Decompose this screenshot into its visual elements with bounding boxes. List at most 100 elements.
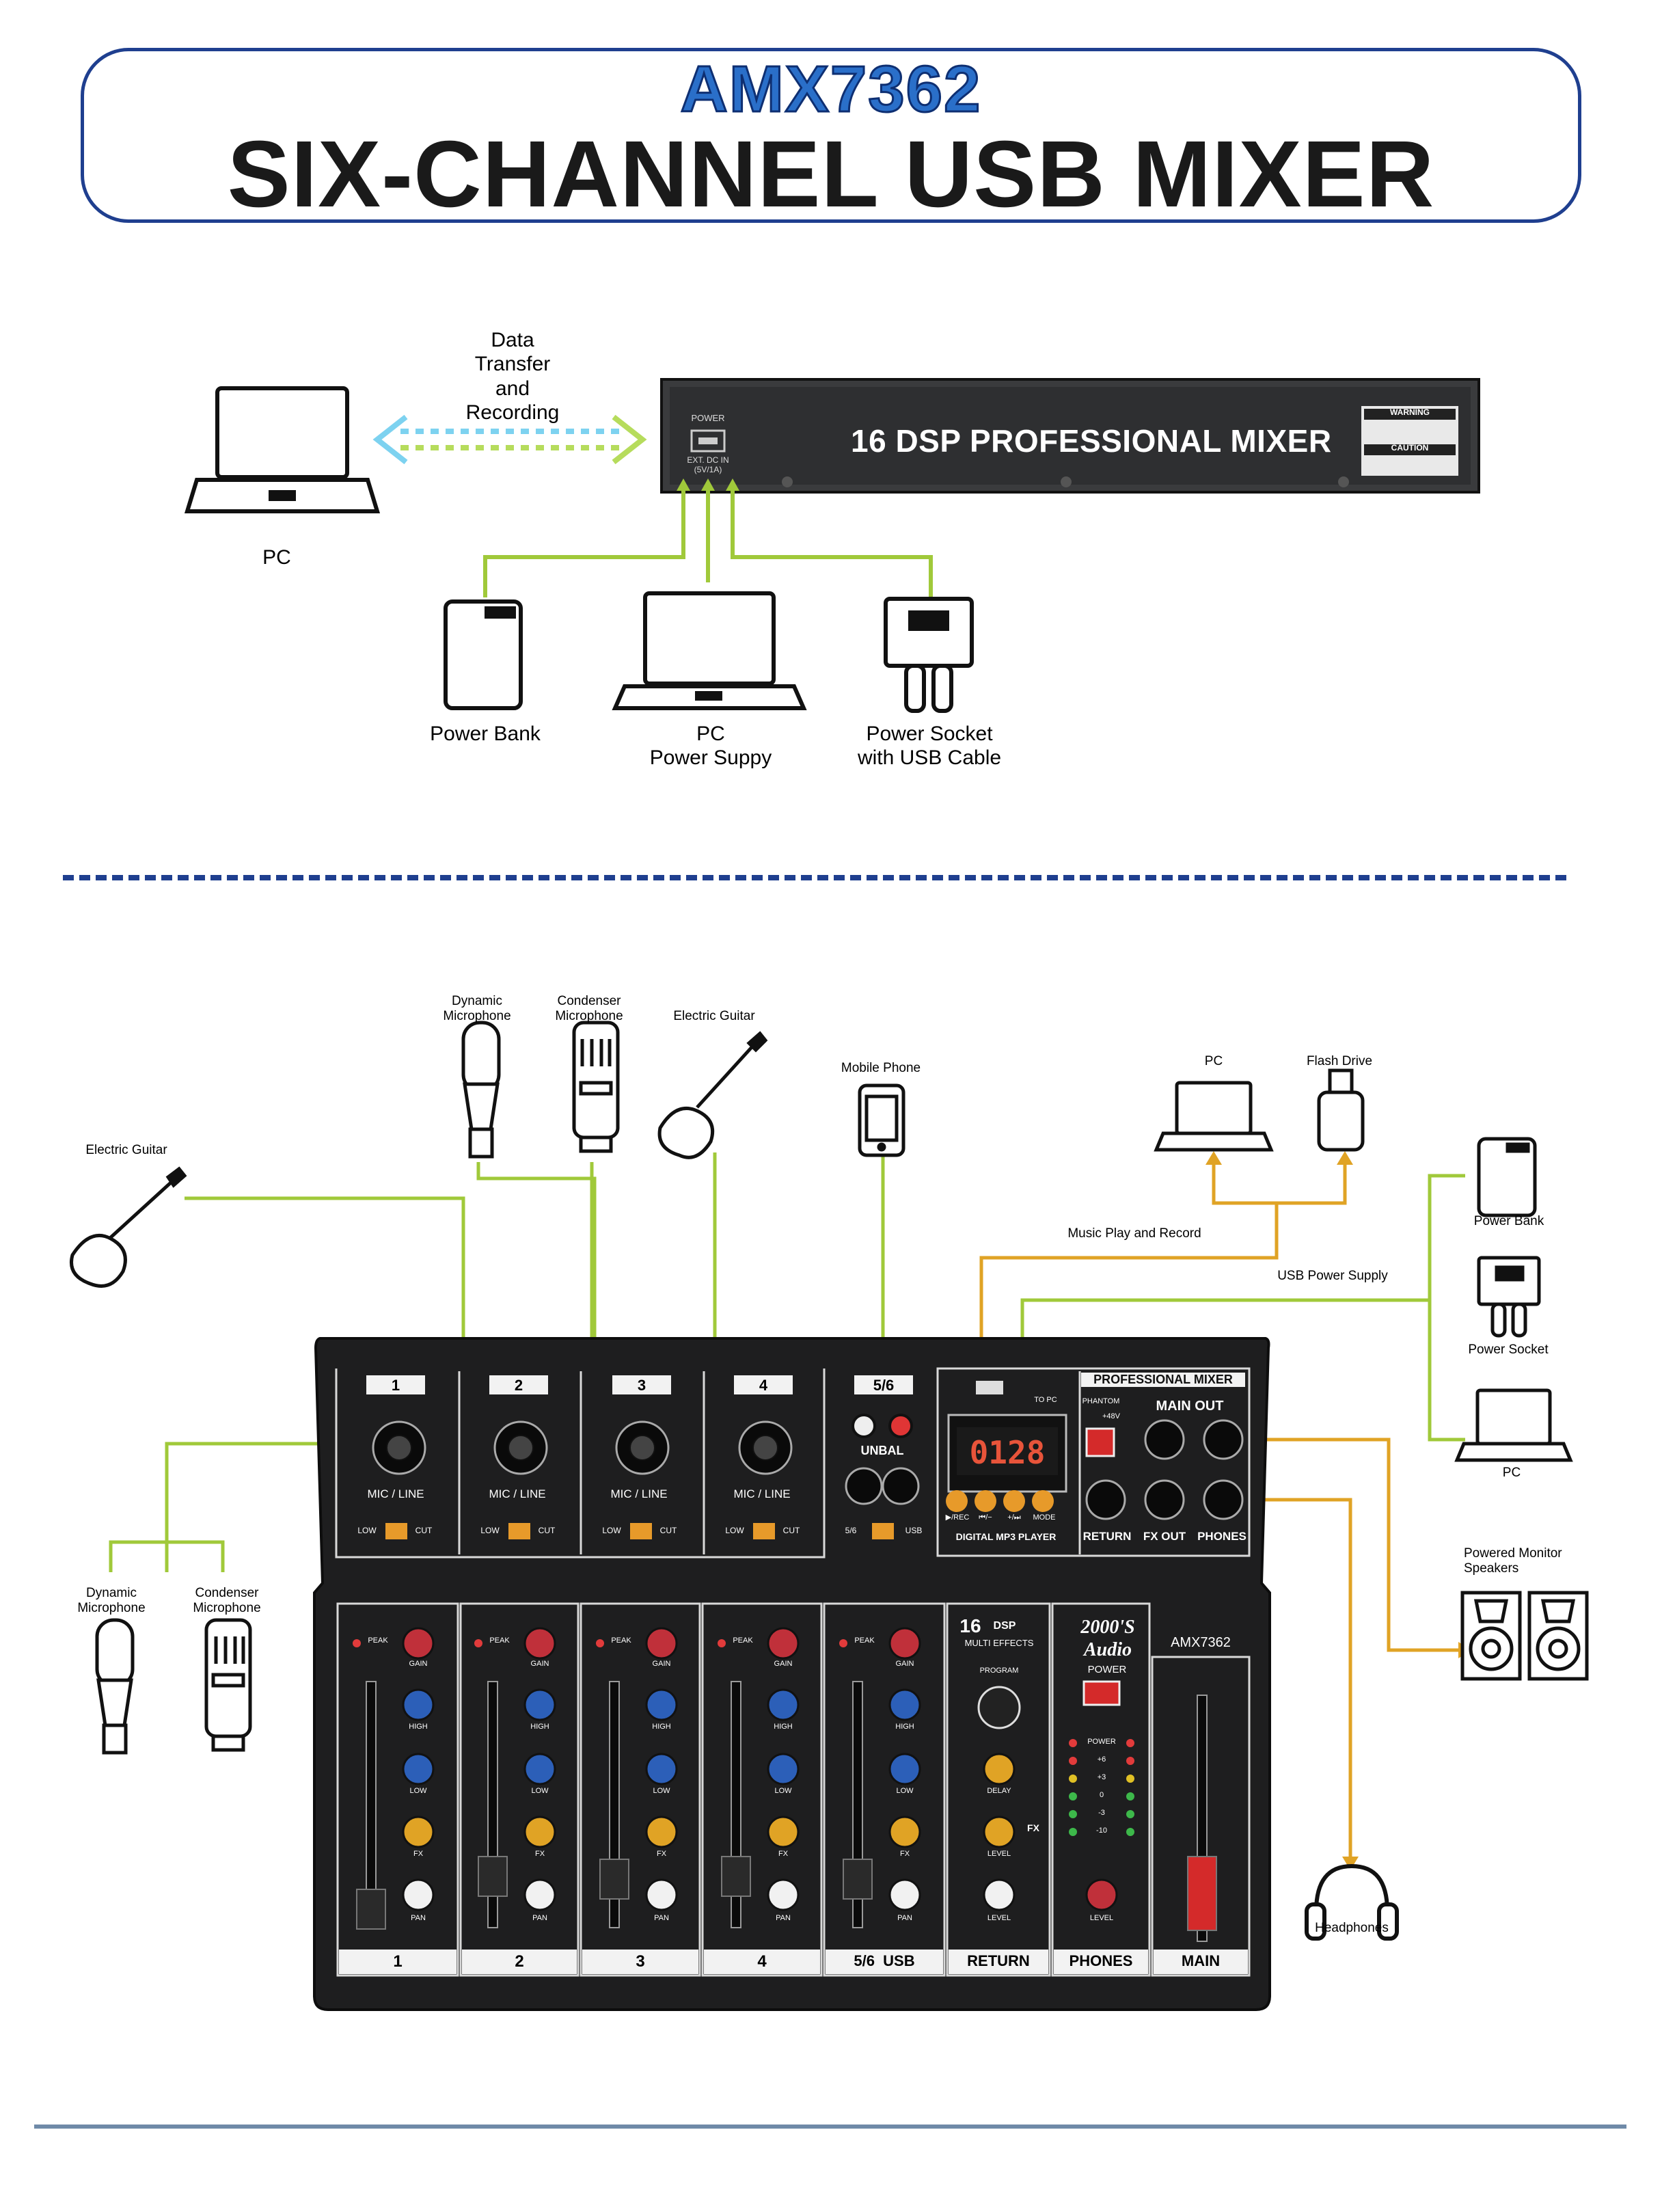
high-label-2: HIGH <box>530 1723 549 1731</box>
page-title: SIX-CHANNEL USB MIXER <box>227 122 1435 227</box>
laptop-icon <box>1154 1081 1274 1152</box>
fx-title-16: 16 <box>959 1615 981 1636</box>
gain-label-2: GAIN <box>530 1660 549 1668</box>
gain-label-56: GAIN <box>895 1660 914 1668</box>
electric-guitar-icon <box>657 1031 768 1159</box>
unbal-label: UNBAL <box>860 1444 904 1457</box>
player-btn-next[interactable]: +/⏭ <box>1007 1513 1021 1522</box>
flash-drive-icon <box>1317 1068 1365 1152</box>
phantom-48v-label: +48V <box>1102 1412 1120 1420</box>
condenser-mic-icon <box>204 1618 252 1752</box>
usb-switch-usb: USB <box>905 1526 923 1535</box>
pan-label-4: PAN <box>776 1914 791 1922</box>
low-cut-cut-3: CUT <box>659 1526 677 1535</box>
fx-label-56: FX <box>899 1850 910 1858</box>
dynamic-mic-icon <box>95 1618 135 1755</box>
pan-label-1: PAN <box>411 1914 426 1922</box>
fx-program-label: PROGRAM <box>979 1667 1019 1675</box>
pc-power-supply-label: PC Power Suppy <box>649 723 772 770</box>
main-out-label: MAIN OUT <box>1156 1399 1224 1414</box>
usb-power-supply-label: USB Power Supply <box>1277 1269 1388 1283</box>
headphones-icon <box>1305 1863 1399 1941</box>
channel-1-tab: 1 <box>391 1377 400 1394</box>
electric-guitar-left-label: Electric Guitar <box>85 1143 167 1157</box>
strip-label-2: 2 <box>515 1952 524 1971</box>
channel-2-tab: 2 <box>514 1377 523 1394</box>
rear-power-label: POWER <box>691 413 725 423</box>
brand-model: AMX7362 <box>1171 1635 1231 1650</box>
professional-mixer-label: PROFESSIONAL MIXER <box>1081 1373 1245 1388</box>
low-label-2: LOW <box>531 1787 549 1795</box>
power-bank-right-label: Power Bank <box>1473 1214 1544 1228</box>
fx-title-dsp: DSP <box>993 1620 1016 1632</box>
dynamic-mic-icon <box>461 1021 501 1159</box>
dynamic-mic-top-label: Dynamic Microphone <box>443 994 511 1024</box>
low-cut-low-2: LOW <box>480 1526 500 1535</box>
pan-label-3: PAN <box>654 1914 669 1922</box>
mobile-phone-icon <box>858 1083 905 1157</box>
return-jack-label: RETURN <box>1082 1530 1132 1543</box>
low-cut-cut-4: CUT <box>782 1526 800 1535</box>
power-bank-icon <box>1477 1137 1537 1217</box>
laptop-icon <box>1454 1388 1573 1462</box>
pc-power-laptop-icon <box>612 591 807 710</box>
power-wires <box>483 487 933 597</box>
peak-label-4: PEAK <box>733 1636 753 1645</box>
strip-label-56-usb: 5/6 USB <box>854 1952 915 1969</box>
condenser-mic-top-label: Condenser Microphone <box>555 994 623 1024</box>
player-btn-prev[interactable]: ⏮/− <box>979 1513 992 1522</box>
rear-dc-label: EXT. DC IN (5V/1A) <box>687 455 729 475</box>
power-socket-icon <box>1477 1256 1541 1338</box>
section-divider <box>63 875 1566 880</box>
low-cut-cut-2: CUT <box>538 1526 556 1535</box>
gain-label-4: GAIN <box>774 1660 793 1668</box>
power-label: POWER <box>1087 1664 1127 1675</box>
mic-line-label-1: MIC / LINE <box>367 1487 424 1500</box>
laptop-icon <box>184 386 381 513</box>
power-socket-label: Power Socket with USB Cable <box>857 723 1002 770</box>
peak-label-56: PEAK <box>854 1636 875 1645</box>
pc-label: PC <box>262 546 291 569</box>
high-label-3: HIGH <box>652 1723 671 1731</box>
fx-label-4: FX <box>778 1850 789 1858</box>
fx-label-2: FX <box>534 1850 545 1858</box>
power-socket-icon <box>884 597 974 713</box>
rear-warning-label: WARNING <box>1390 407 1430 417</box>
channel-56-tab: 5/6 <box>873 1377 895 1394</box>
footer-rule <box>34 2125 1626 2129</box>
strip-label-main: MAIN <box>1181 1952 1221 1969</box>
usb-to-pc-label: TO PC <box>1034 1396 1057 1404</box>
mic-line-label-4: MIC / LINE <box>733 1487 791 1500</box>
pc-top-label: PC <box>1204 1054 1223 1068</box>
fx-subtitle: MULTI EFFECTS <box>964 1638 1034 1648</box>
strip-label-return: RETURN <box>967 1952 1030 1969</box>
power-diagram <box>184 378 1480 713</box>
meter-label-0: 0 <box>1099 1791 1104 1799</box>
return-level-label: LEVEL <box>987 1914 1011 1922</box>
player-btn-mode[interactable]: MODE <box>1033 1513 1056 1522</box>
low-cut-low-3: LOW <box>602 1526 621 1535</box>
mic-line-label-3: MIC / LINE <box>610 1487 668 1500</box>
high-label-4: HIGH <box>774 1723 793 1731</box>
meter-label-plus6: +6 <box>1097 1755 1106 1764</box>
mixer-body <box>313 1337 1271 2011</box>
low-label-4: LOW <box>774 1787 792 1795</box>
monitor-speakers-label: Powered Monitor Speakers <box>1464 1546 1562 1576</box>
gain-label-1: GAIN <box>409 1660 428 1668</box>
channel-3-tab: 3 <box>637 1377 646 1394</box>
phantom-label: PHANTOM <box>1082 1397 1120 1405</box>
channel-4-tab: 4 <box>759 1377 768 1394</box>
data-transfer-label: Data Transfer and Recording <box>465 329 560 424</box>
phones-level-label: LEVEL <box>1089 1914 1114 1922</box>
strip-label-phones: PHONES <box>1069 1952 1133 1969</box>
music-play-record-label: Music Play and Record <box>1067 1226 1201 1241</box>
gain-label-3: GAIN <box>652 1660 671 1668</box>
dynamic-mic-left-label: Dynamic Microphone <box>77 1586 146 1616</box>
meter-label-plus3: +3 <box>1097 1773 1106 1781</box>
low-label-3: LOW <box>653 1787 670 1795</box>
player-btn-play-rec[interactable]: ▶/REC <box>945 1513 970 1522</box>
power-bank-icon <box>444 599 523 710</box>
fx-level-label: LEVEL <box>987 1850 1011 1858</box>
peak-label-3: PEAK <box>611 1636 631 1645</box>
